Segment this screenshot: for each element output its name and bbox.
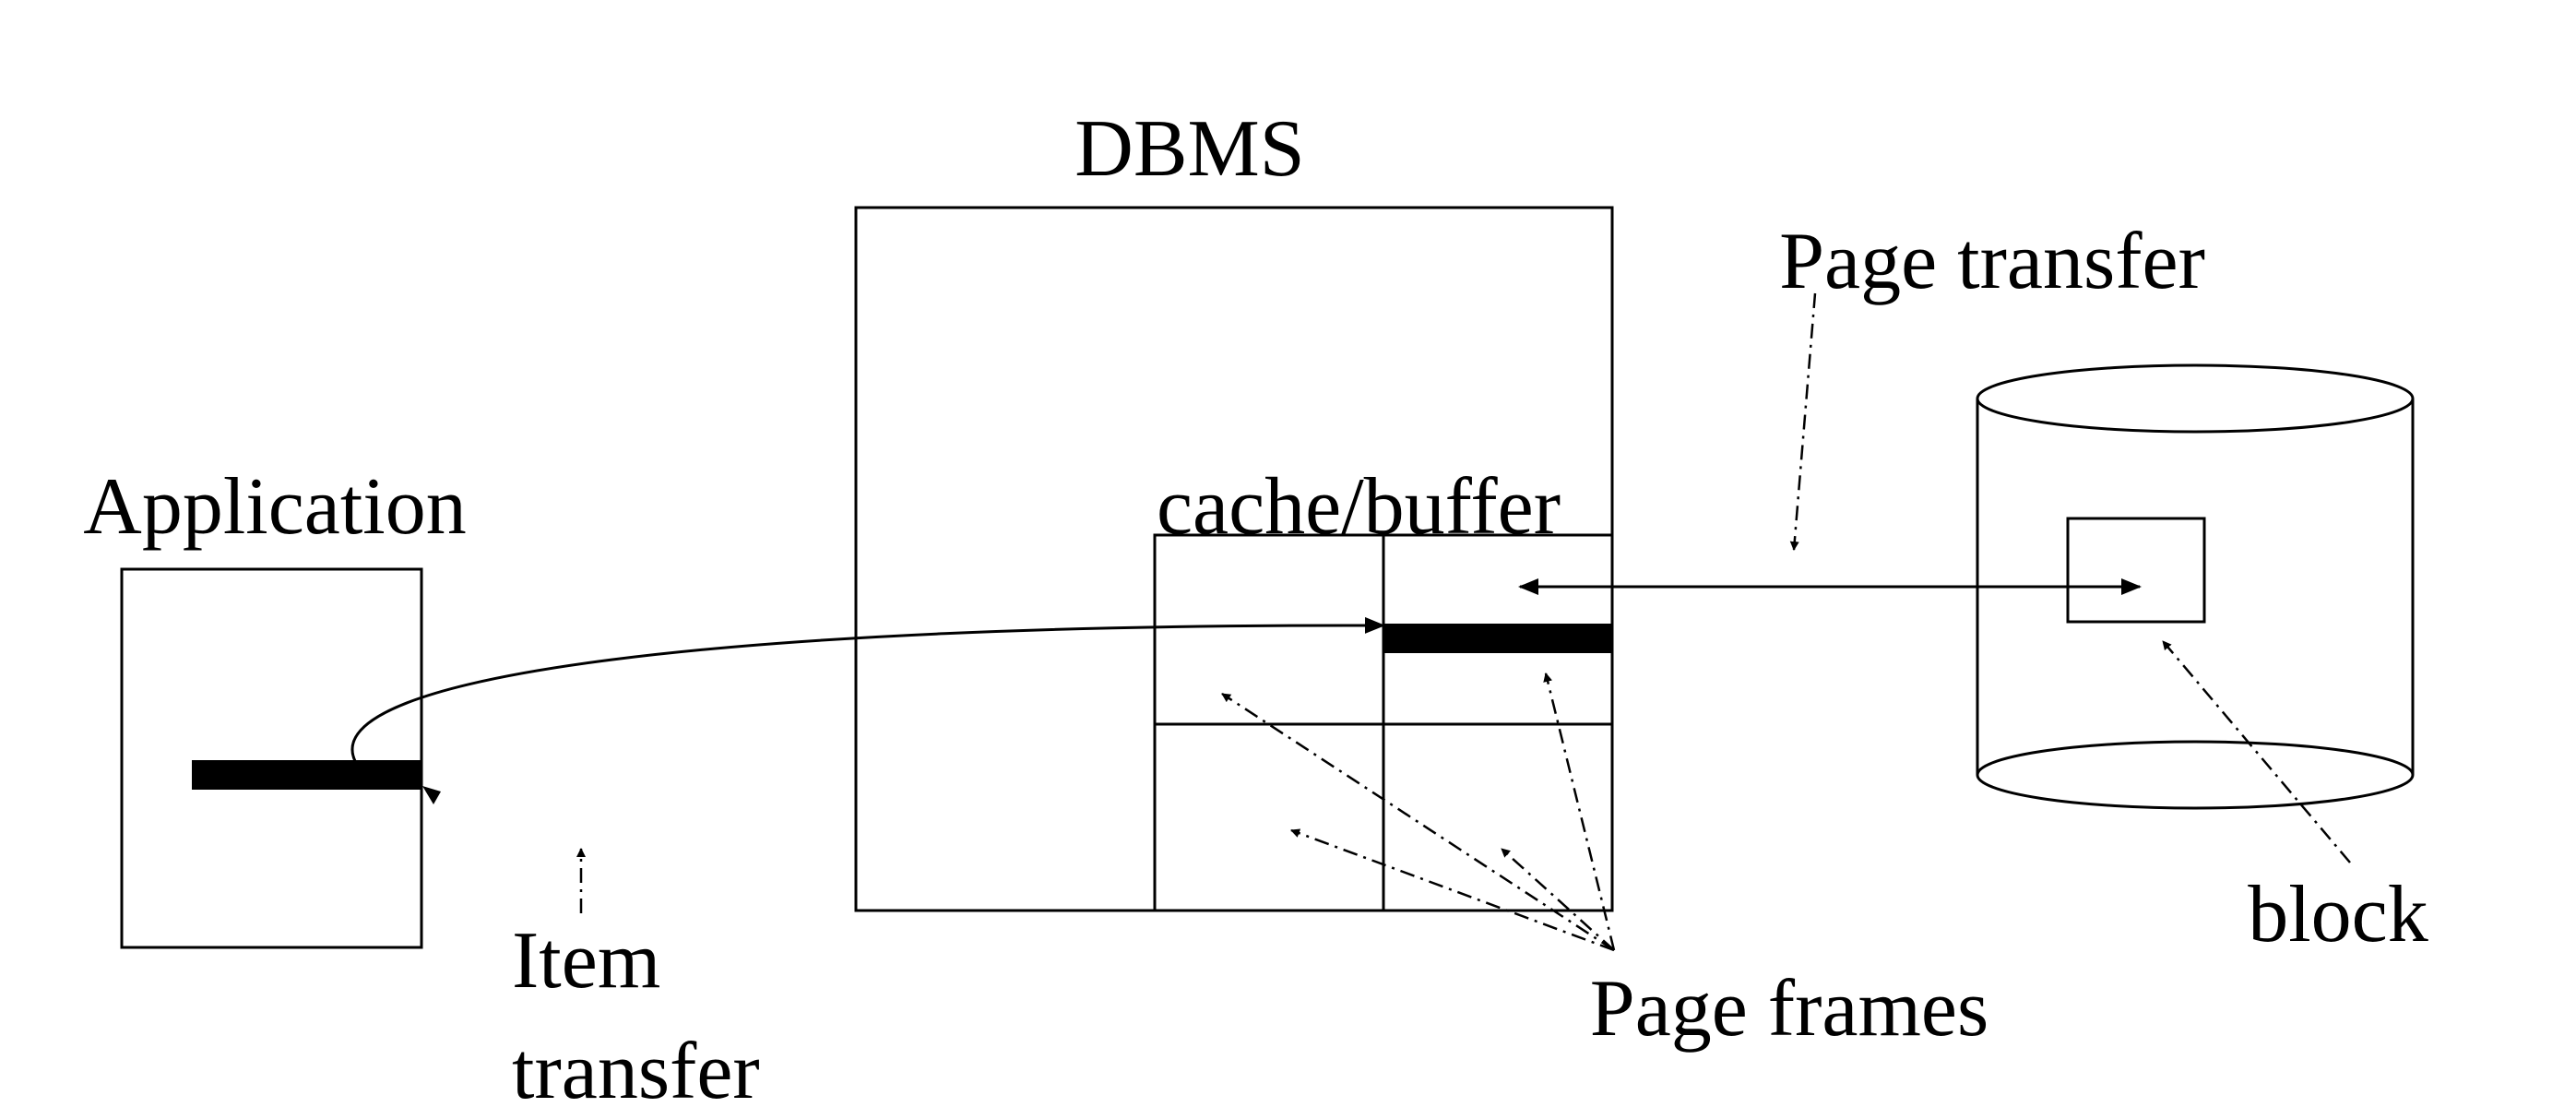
page-frames-label: Page frames <box>1590 964 1988 1054</box>
page-frames-pointers <box>1221 673 1616 952</box>
block-pointer <box>2162 640 2351 863</box>
disk-block <box>2066 517 2206 624</box>
page-transfer-label: Page transfer <box>1779 217 2205 306</box>
item-transfer-arrowhead <box>422 786 441 804</box>
cache-buffer-grid <box>1153 533 1614 912</box>
item-transfer-label-line1: Item <box>512 916 660 1006</box>
item-transfer-label-line2: transfer <box>512 1027 760 1116</box>
application-box <box>120 567 423 949</box>
cache-buffer-label: cache/buffer <box>1157 462 1561 552</box>
block-label: block <box>2248 870 2428 959</box>
buffer-page-bar <box>1383 624 1612 653</box>
dbms-label: DBMS <box>1074 104 1304 194</box>
dbms-box <box>854 206 1614 912</box>
page-transfer-pointer <box>1789 292 1817 551</box>
item-transfer-curve <box>350 616 1385 762</box>
application-label: Application <box>83 462 466 552</box>
application-item-bar <box>192 760 422 790</box>
